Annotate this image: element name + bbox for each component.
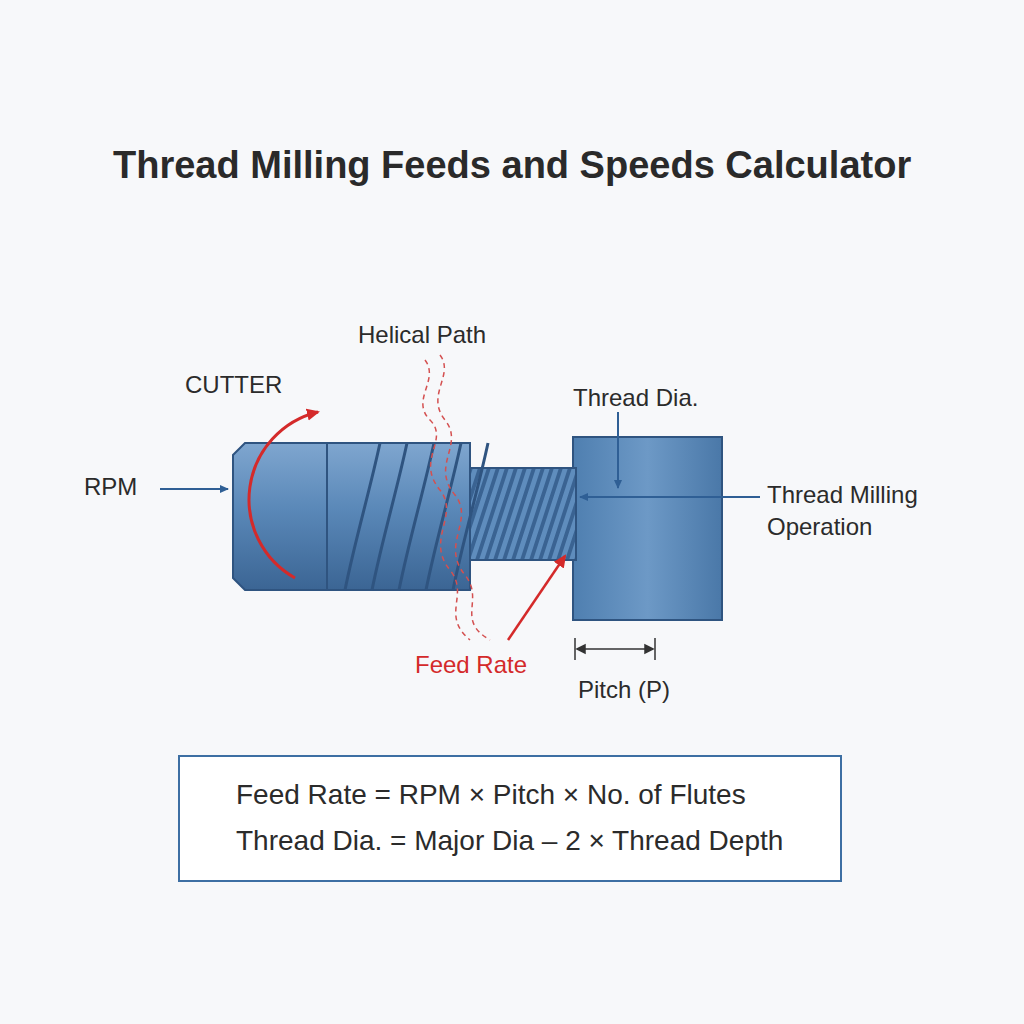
cutter-flutes: [345, 443, 488, 590]
rpm-leader: [160, 488, 228, 490]
operation-leader: [580, 496, 760, 498]
rpm-label: RPM: [84, 473, 137, 501]
formula-text: Thread Dia. = Major Dia – 2 × Thread Dep…: [236, 823, 783, 859]
feed-rate-label: Feed Rate: [415, 651, 527, 679]
helical-path-label: Helical Path: [358, 321, 486, 349]
formula-box: Feed Rate = RPM × Pitch × No. of FlutesT…: [178, 755, 842, 882]
thread-dia-label: Thread Dia.: [573, 384, 698, 412]
cutter-body: [233, 443, 470, 590]
cutter-label: CUTTER: [185, 371, 282, 399]
thread-section: [466, 468, 576, 560]
workpiece: [573, 437, 722, 620]
helical-path: [423, 355, 490, 640]
feed-rate-leader: [508, 556, 565, 640]
pitch-dimension: [575, 638, 655, 660]
thread-dia-leader: [617, 412, 619, 488]
operation-label: Thread Milling Operation: [767, 479, 967, 544]
rotation-arrow: [249, 412, 318, 578]
title: Thread Milling Feeds and Speeds Calculat…: [113, 144, 911, 187]
formula-text: Feed Rate = RPM × Pitch × No. of Flutes: [236, 777, 783, 813]
pitch-label: Pitch (P): [578, 676, 670, 704]
